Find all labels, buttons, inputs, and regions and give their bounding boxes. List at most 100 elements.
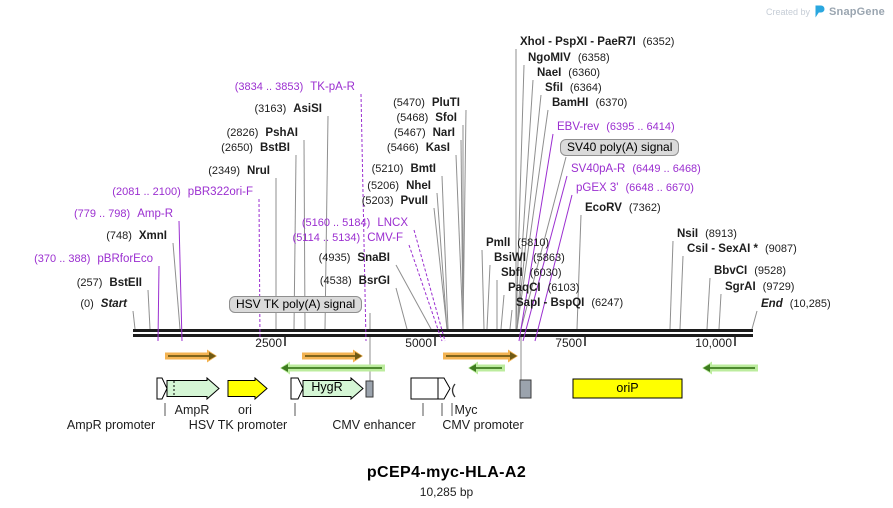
site-position: (5467) <box>393 127 426 139</box>
site-name: BmtI <box>410 163 436 175</box>
watermark-created-by: Created by <box>765 6 810 17</box>
primer-line-TK-pA-R <box>360 93 367 342</box>
site-label-SgrAI: SgrAI(9729) <box>725 281 794 294</box>
site-line-BstEII <box>147 289 151 330</box>
signal-box-label: SV40 poly(A) signal <box>560 139 680 156</box>
site-line-AsiSI <box>324 115 329 330</box>
site-label-End: End(10,285) <box>761 298 831 311</box>
site-position: (3163) <box>254 103 287 115</box>
site-position: (5863) <box>532 252 565 264</box>
site-position: (2650) <box>221 142 253 154</box>
feature-ampr <box>166 376 220 401</box>
feature-caption: AmpR promoter <box>66 418 156 432</box>
site-label-BsiWI: BsiWI(5863) <box>494 252 565 265</box>
arrow-inner-head <box>281 364 288 372</box>
site-label-PaqCI: PaqCI(6103) <box>508 282 579 295</box>
site-label-NgoMIV: NgoMIV(6358) <box>528 52 610 65</box>
plasmid-size: 10,285 bp <box>419 485 474 499</box>
feature-hsv-tk-promoter <box>290 377 304 400</box>
site-line-SapI-BspQI <box>509 309 513 330</box>
site-line-PaqCI <box>500 294 505 330</box>
site-line-NaeI <box>516 79 534 330</box>
site-position: (8913) <box>705 228 737 240</box>
feature-caption: AmpR <box>174 403 210 417</box>
site-name: CMV-F <box>367 232 403 244</box>
site-position: (5203) <box>361 195 394 207</box>
site-label-NarI: (5467) NarI <box>394 127 455 140</box>
site-name: NarI <box>432 127 455 139</box>
site-position: (6030) <box>529 267 562 279</box>
feature-ori <box>227 376 268 401</box>
site-position: (6358) <box>577 52 610 64</box>
primer-line-pBRforEco <box>157 265 160 342</box>
site-position: (2826) <box>226 127 259 139</box>
site-line-NsiI <box>669 240 674 330</box>
site-label-NruI: (2349)NruI <box>208 165 270 178</box>
site-name: SV40pA-R <box>571 163 626 175</box>
site-line-EcoRV <box>576 214 582 330</box>
site-position: (3834 .. 3853) <box>234 81 304 93</box>
site-line-NarI <box>460 139 464 330</box>
site-name: PluTI <box>431 97 460 109</box>
site-position: (10,285) <box>789 298 831 310</box>
site-line-NgoMIV <box>515 64 525 330</box>
site-position: (5114 .. 5134) <box>292 232 361 244</box>
site-label-XmnI: (748)XmnI <box>106 230 167 243</box>
site-position: (257) <box>76 277 103 289</box>
plasmid-title: pCEP4-myc-HLA-A2 <box>366 464 527 481</box>
primer-line-pGEX-3- <box>534 194 573 342</box>
site-position: (5210) <box>371 163 404 175</box>
site-line-BsiWI <box>486 264 491 330</box>
site-position: (5206) <box>367 180 400 192</box>
site-label-AsiSI: (3163) AsiSI <box>254 103 322 116</box>
site-name: BamHI <box>552 97 589 109</box>
primer-line-Amp-R <box>178 220 183 342</box>
watermark: Created by SnapGene <box>766 5 885 18</box>
feature-sv40-polya-signal <box>519 379 532 399</box>
site-label-pBR322ori-F: (2081 .. 2100) pBR322ori-F <box>112 186 253 199</box>
site-line-Start <box>132 310 136 330</box>
site-position: (9729) <box>762 281 795 293</box>
feature-myc-tag <box>451 383 456 398</box>
site-position: (4935) <box>318 252 351 264</box>
site-name: Amp-R <box>137 208 173 220</box>
site-label-SfoI: (5468)SfoI <box>396 112 457 125</box>
site-position: (0) <box>80 298 94 310</box>
feature-label-hygr: HygR <box>311 380 343 394</box>
feature-cmv-promoter <box>437 377 451 400</box>
watermark-brand: SnapGene <box>828 5 885 18</box>
site-position: (6370) <box>595 97 628 109</box>
ruler-label: 5000 <box>405 336 432 350</box>
site-name: SnaBI <box>357 252 390 264</box>
site-name: BbvCI <box>714 265 748 277</box>
site-label-Amp-R: (779 .. 798)Amp-R <box>74 208 173 221</box>
site-label-XhoI-PspXI-PaeR7I: XhoI - PspXI - PaeR7I(6352) <box>520 36 674 49</box>
feature-caption: CMV enhancer <box>332 418 416 432</box>
primer-line-EBV-rev <box>518 133 554 342</box>
site-position: (6395 .. 6414) <box>606 121 675 133</box>
ruler-label: 10,000 <box>695 336 732 350</box>
site-label-SbfI: SbfI (6030) <box>501 267 562 280</box>
primer-line-pBR322ori-F <box>258 198 261 342</box>
site-label-BamHI: BamHI (6370) <box>552 97 627 110</box>
ruler-label: 7500 <box>555 336 582 350</box>
signal-box-label: HSV TK poly(A) signal <box>229 296 363 313</box>
site-line-End <box>751 310 758 330</box>
site-name: AsiSI <box>293 103 322 115</box>
site-label-BmtI: (5210) BmtI <box>372 163 436 176</box>
arrow-inner-head <box>469 364 476 372</box>
site-name: NaeI <box>537 67 562 79</box>
site-label-Start: (0)Start <box>80 298 127 311</box>
site-label-pBRforEco: (370 .. 388)pBRforEco <box>34 253 153 266</box>
site-position: (2081 .. 2100) <box>112 186 181 198</box>
site-label-SfiI: SfiI(6364) <box>545 82 602 95</box>
site-line-XmnI <box>172 242 181 330</box>
feature-caption: Myc <box>454 403 478 417</box>
site-name: SbfI <box>501 267 523 279</box>
site-position: (6648 .. 6670) <box>625 182 694 194</box>
site-name: LNCX <box>377 217 408 229</box>
site-line-PmlI <box>481 249 485 330</box>
site-name: pBR322ori-F <box>187 186 253 198</box>
primer-line-SV40pA-R <box>522 175 568 342</box>
